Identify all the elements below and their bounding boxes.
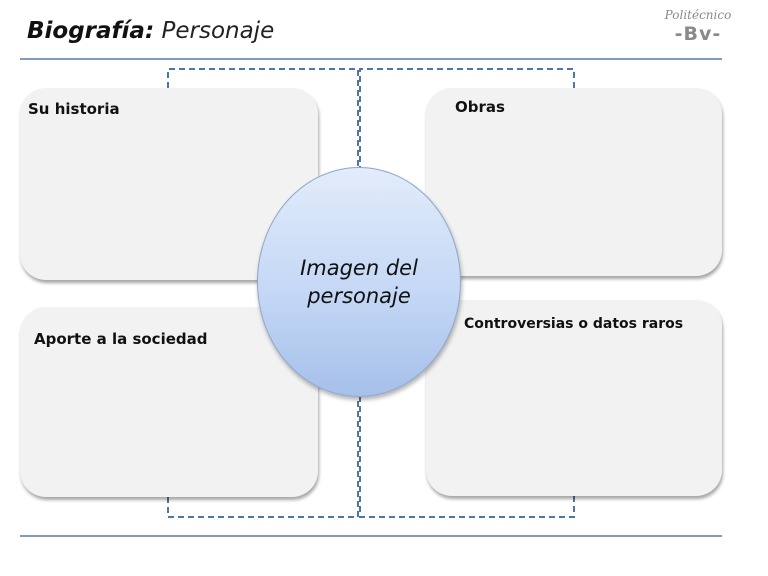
character-image-ellipse[interactable]: Imagen del personaje (257, 167, 461, 397)
title-rest: Personaje (154, 18, 275, 44)
label-obras: Obras (455, 98, 505, 116)
bottom-rule (20, 535, 722, 537)
box-aporte-sociedad[interactable]: Aporte a la sociedad (20, 307, 318, 497)
connector-bottom-left (167, 397, 359, 518)
page-title: Biografía: Personaje (27, 18, 274, 44)
box-obras[interactable]: Obras (426, 88, 722, 276)
brand-logo: Politécnico -Bv- (664, 8, 732, 56)
connector-top-left (167, 68, 359, 167)
label-imagen-personaje: Imagen del personaje (300, 256, 418, 308)
title-bold: Biografía (27, 18, 145, 44)
label-su-historia: Su historia (28, 100, 120, 118)
top-rule (20, 58, 722, 60)
box-controversias[interactable]: Controversias o datos raros (426, 300, 722, 496)
logo-mark: -Bv- (674, 23, 722, 45)
connector-top-right (359, 68, 575, 167)
label-aporte-sociedad: Aporte a la sociedad (34, 330, 208, 348)
label-controversias: Controversias o datos raros (464, 316, 684, 332)
title-colon: : (144, 18, 155, 44)
logo-script-text: Politécnico (664, 8, 732, 22)
connector-bottom-right (359, 397, 575, 518)
